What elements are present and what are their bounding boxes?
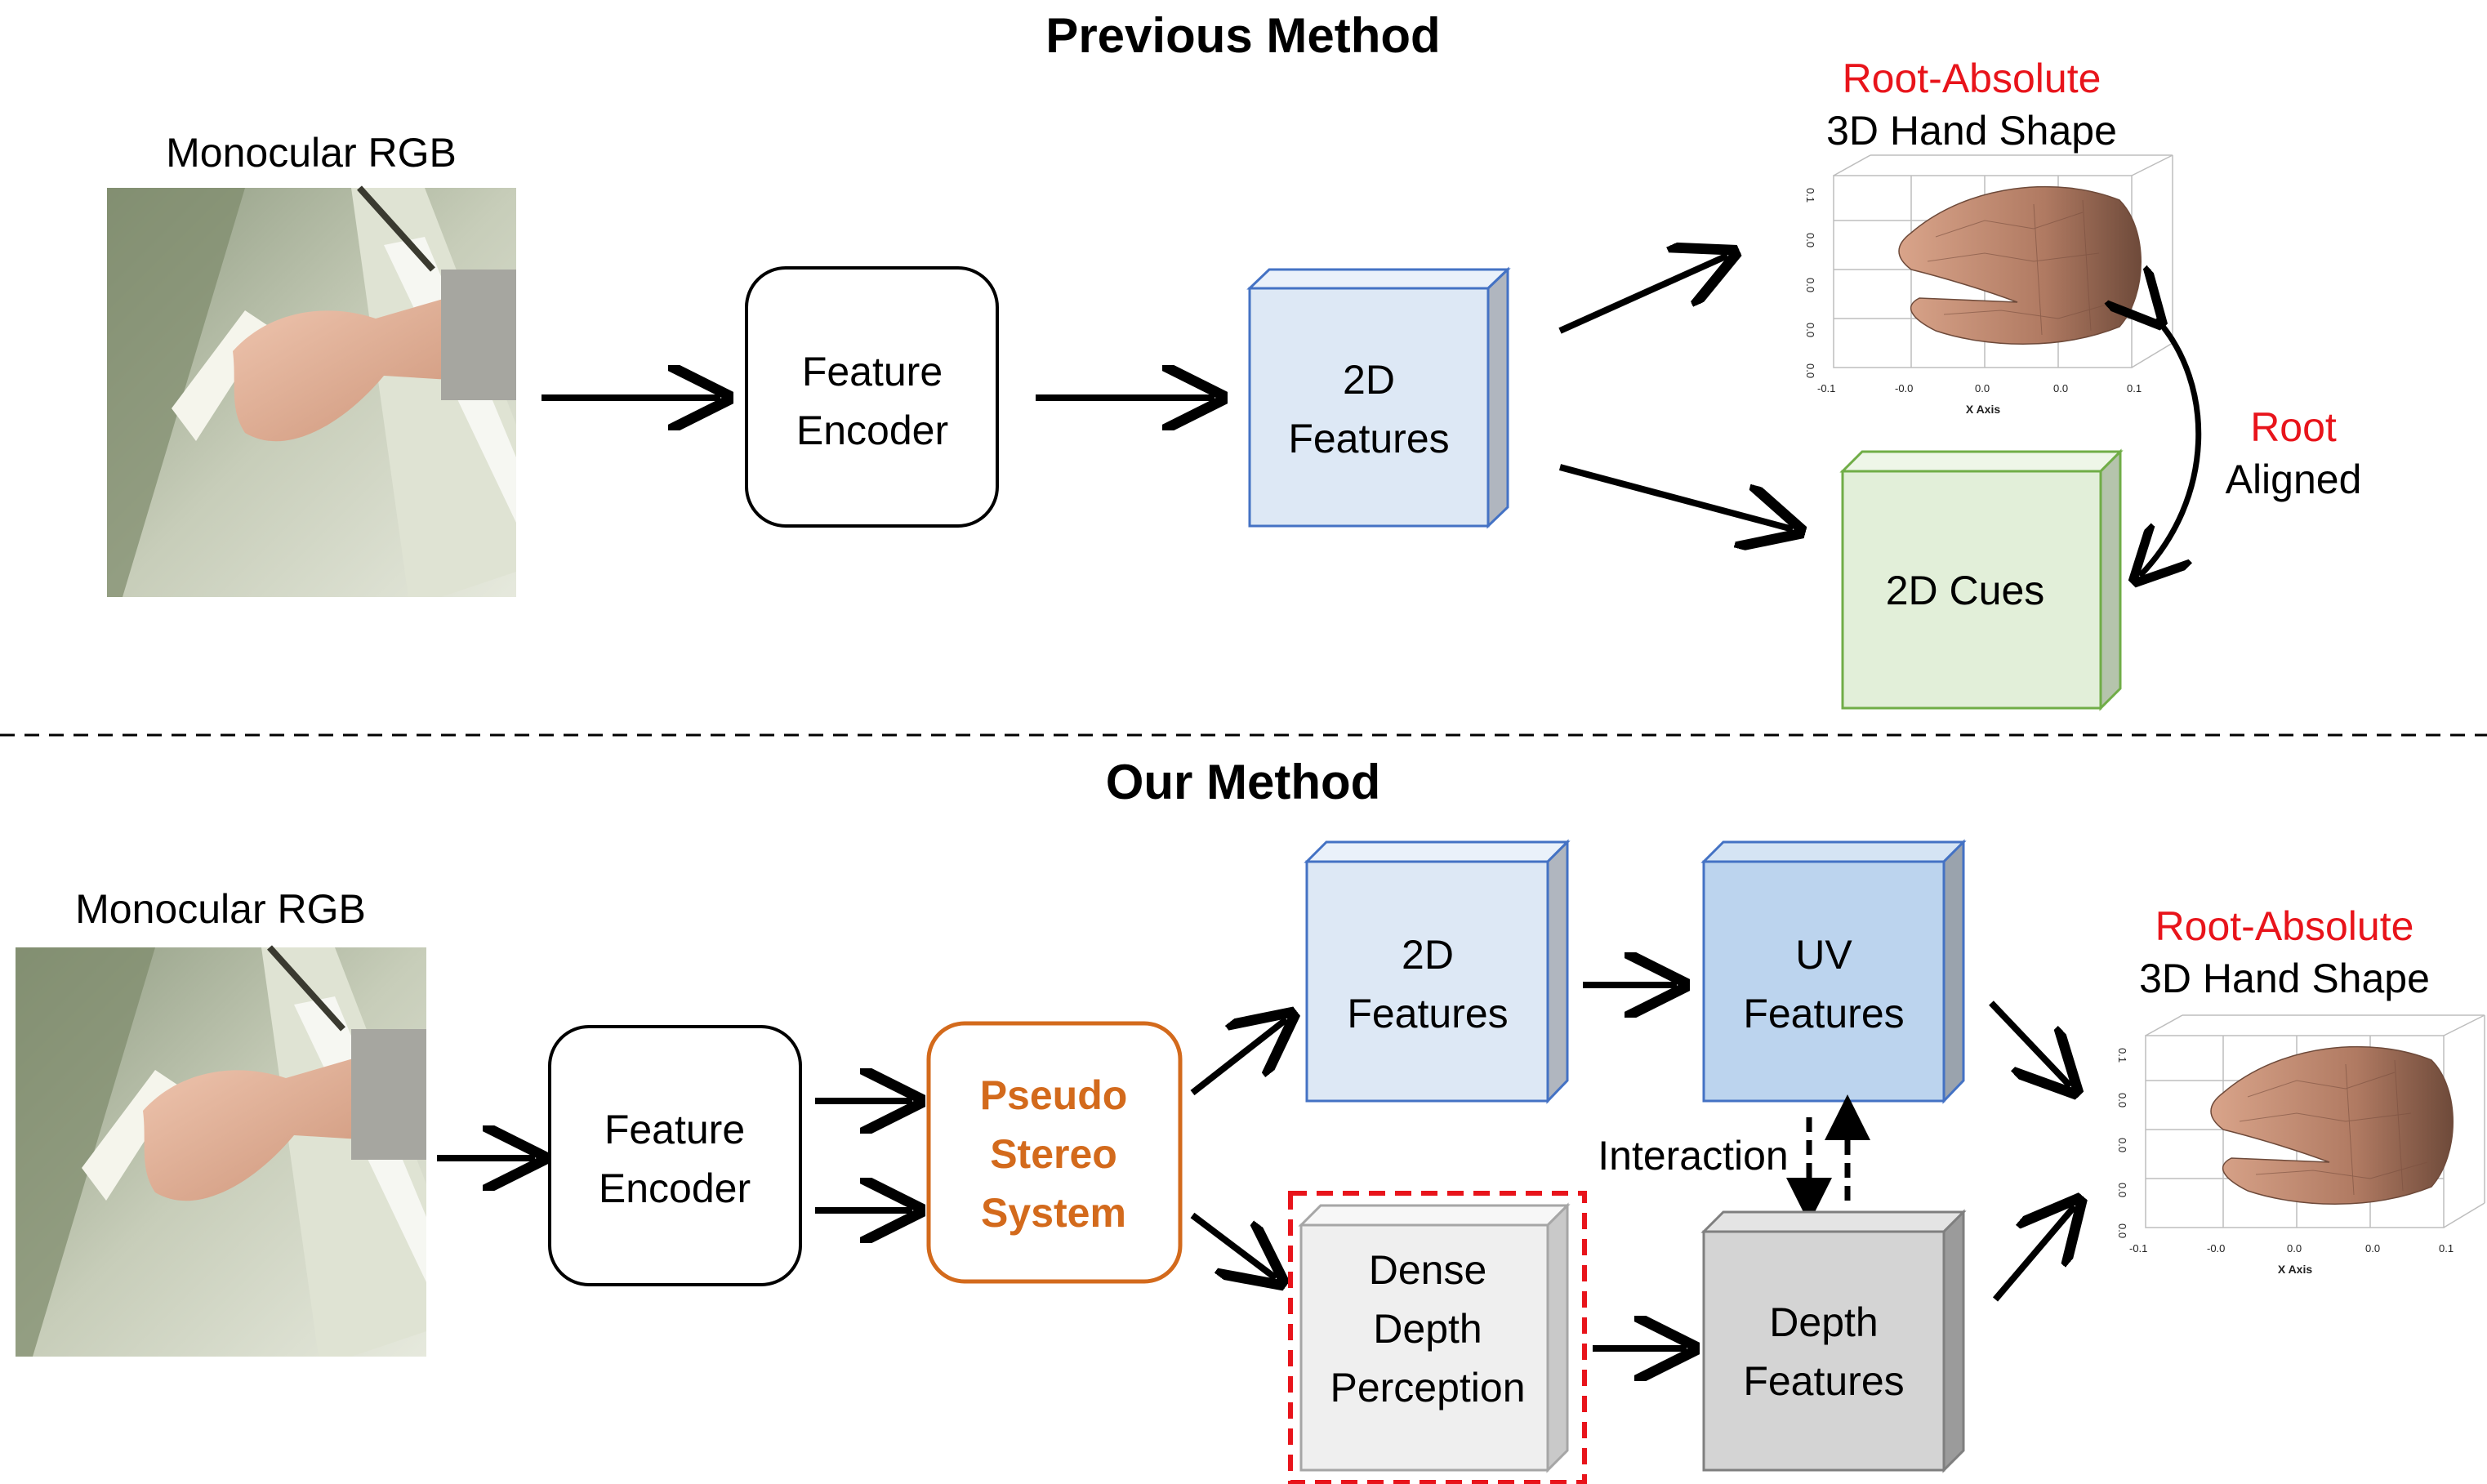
svg-text:Features: Features bbox=[1743, 991, 1904, 1036]
svg-text:-0.1: -0.1 bbox=[2129, 1242, 2147, 1254]
plot-x-ticks-ours: -0.1 -0.0 0.0 0.0 0.1 bbox=[2129, 1242, 2454, 1254]
svg-text:0.0: 0.0 bbox=[2053, 382, 2068, 394]
interaction-label: Interaction bbox=[1598, 1133, 1788, 1179]
svg-text:2D: 2D bbox=[1402, 932, 1454, 978]
depth-features-cube: Depth Features bbox=[1700, 1209, 1967, 1473]
svg-text:0.0: 0.0 bbox=[2116, 1093, 2128, 1107]
svg-text:Feature: Feature bbox=[604, 1107, 745, 1152]
svg-text:0.1: 0.1 bbox=[1804, 188, 1816, 203]
2d-features-cube-ours: 2D Features bbox=[1304, 839, 1571, 1104]
svg-text:Depth: Depth bbox=[1769, 1299, 1878, 1345]
svg-text:-0.0: -0.0 bbox=[2207, 1242, 2225, 1254]
x-axis-name-prev: X Axis bbox=[1966, 403, 2000, 416]
svg-text:UV: UV bbox=[1795, 932, 1852, 978]
pseudo-stereo-system-box: Pseudo Stereo System bbox=[926, 1021, 1183, 1284]
ours-rgb-image bbox=[16, 945, 426, 1357]
ours-input-label: Monocular RGB bbox=[75, 886, 366, 932]
arrow-features-to-output-prev bbox=[1558, 256, 1727, 334]
svg-text:0.1: 0.1 bbox=[2439, 1242, 2454, 1254]
arrow-depth-to-output bbox=[1992, 1206, 2075, 1302]
previous-method-title: Previous Method bbox=[1045, 8, 1440, 63]
3d-hand-plot-prev: -0.1 -0.0 0.0 0.0 0.1 X Axis 0.1 0.0 0.0… bbox=[1804, 154, 2173, 416]
svg-text:2D: 2D bbox=[1343, 357, 1395, 403]
svg-text:2D Cues: 2D Cues bbox=[1886, 568, 2045, 613]
svg-text:0.0: 0.0 bbox=[1804, 278, 1816, 292]
uv-features-cube: UV Features bbox=[1700, 839, 1967, 1104]
root-aligned-arrow bbox=[2140, 319, 2202, 576]
3d-hand-shape-label-ours: 3D Hand Shape bbox=[2139, 956, 2430, 1001]
arrow-features-to-cues-prev bbox=[1558, 464, 1793, 529]
previous-method-section: Previous Method Monocular RGB Feature En… bbox=[107, 8, 2362, 711]
svg-text:Encoder: Encoder bbox=[599, 1165, 751, 1211]
svg-text:0.0: 0.0 bbox=[1975, 382, 1990, 394]
previous-rgb-image bbox=[107, 185, 516, 597]
svg-text:Pseudo: Pseudo bbox=[980, 1072, 1128, 1118]
svg-text:Perception: Perception bbox=[1330, 1365, 1525, 1410]
our-method-section: Our Method Monocular RGB Feature Encoder… bbox=[16, 755, 2485, 1484]
svg-text:-0.1: -0.1 bbox=[1817, 382, 1835, 394]
our-method-title: Our Method bbox=[1106, 755, 1381, 809]
svg-text:System: System bbox=[981, 1190, 1126, 1236]
aligned-label: Aligned bbox=[2226, 457, 2362, 502]
svg-text:0.0: 0.0 bbox=[1804, 323, 1816, 337]
svg-text:Stereo: Stereo bbox=[990, 1131, 1117, 1177]
svg-text:0.0: 0.0 bbox=[2116, 1183, 2128, 1197]
root-label: Root bbox=[2250, 404, 2337, 450]
svg-text:0.1: 0.1 bbox=[2127, 382, 2142, 394]
arrow-pseudo-to-2d bbox=[1190, 1019, 1286, 1096]
svg-text:0.0: 0.0 bbox=[2365, 1242, 2380, 1254]
svg-text:0.0: 0.0 bbox=[2287, 1242, 2302, 1254]
root-absolute-label-ours: Root-Absolute bbox=[2155, 903, 2414, 949]
svg-text:0.0: 0.0 bbox=[2116, 1138, 2128, 1152]
svg-text:Features: Features bbox=[1743, 1358, 1904, 1404]
plot-x-ticks-prev: -0.1 -0.0 0.0 0.0 0.1 bbox=[1817, 382, 2142, 394]
feature-encoder-box-prev: Feature Encoder bbox=[745, 266, 999, 528]
3d-hand-shape-label-prev: 3D Hand Shape bbox=[1826, 108, 2117, 154]
2d-features-cube-prev: 2D Features bbox=[1246, 266, 1511, 529]
svg-text:-0.0: -0.0 bbox=[1895, 382, 1913, 394]
root-absolute-label-prev: Root-Absolute bbox=[1843, 56, 2101, 101]
svg-text:Features: Features bbox=[1347, 991, 1508, 1036]
svg-text:0.0: 0.0 bbox=[1804, 363, 1816, 378]
previous-input-label: Monocular RGB bbox=[166, 130, 457, 176]
3d-hand-plot-ours: -0.1 -0.0 0.0 0.0 0.1 X Axis 0.1 0.0 0.0… bbox=[2116, 1014, 2485, 1276]
svg-text:Features: Features bbox=[1288, 416, 1449, 461]
svg-text:Encoder: Encoder bbox=[796, 408, 948, 453]
x-axis-name-ours: X Axis bbox=[2278, 1263, 2312, 1276]
svg-text:0.1: 0.1 bbox=[2116, 1048, 2128, 1063]
svg-text:0.0: 0.0 bbox=[2116, 1223, 2128, 1238]
svg-text:Depth: Depth bbox=[1373, 1306, 1482, 1352]
plot-y-ticks-prev: 0.1 0.0 0.0 0.0 0.0 bbox=[1804, 188, 1816, 378]
svg-text:0.0: 0.0 bbox=[1804, 233, 1816, 247]
dense-depth-perception-box: Dense Depth Perception bbox=[1288, 1191, 1587, 1484]
arrow-uv-to-output bbox=[1989, 1000, 2070, 1086]
svg-text:Dense: Dense bbox=[1369, 1247, 1487, 1293]
plot-y-ticks-ours: 0.1 0.0 0.0 0.0 0.0 bbox=[2116, 1048, 2128, 1238]
feature-encoder-box-ours: Feature Encoder bbox=[548, 1025, 802, 1286]
arrow-pseudo-to-dense bbox=[1190, 1212, 1276, 1278]
2d-cues-cube-prev: 2D Cues bbox=[1839, 448, 2124, 711]
svg-text:Feature: Feature bbox=[802, 349, 943, 394]
